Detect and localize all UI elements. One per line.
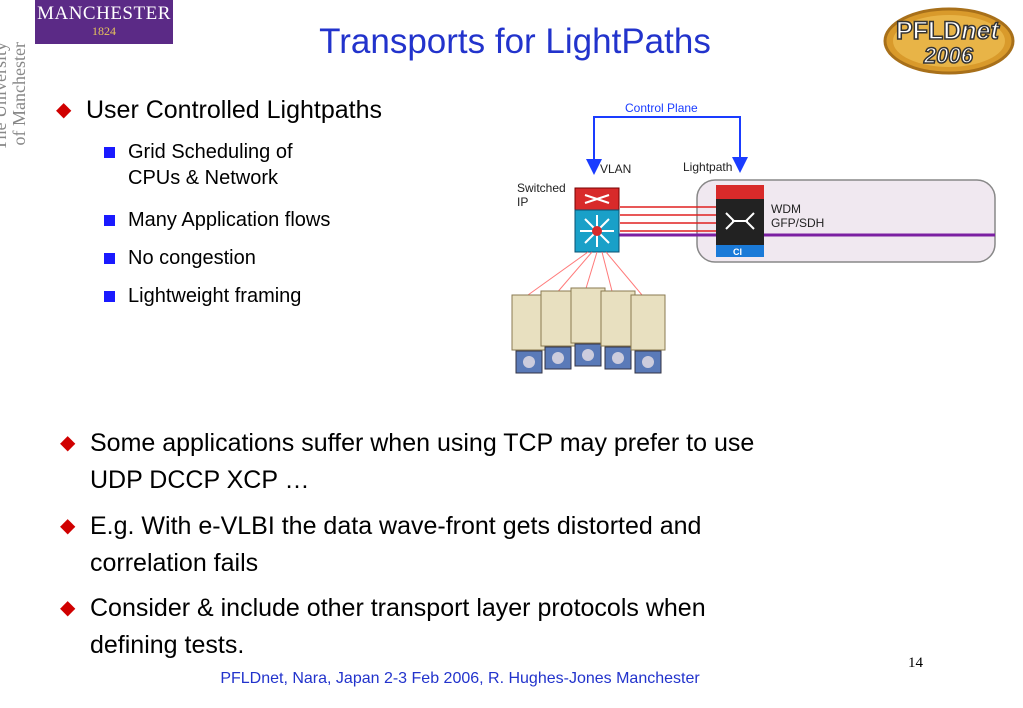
sub-bullet-line: CPUs & Network [128, 167, 279, 189]
control-plane-label: Control Plane [625, 101, 698, 115]
server-icon [511, 294, 547, 374]
bottom-bullet-line: E.g. With e-VLBI the data wave-front get… [90, 512, 702, 540]
vlan-label: VLAN [600, 162, 631, 176]
square-bullet-icon [104, 253, 115, 264]
university-line2: of Manchester [9, 42, 29, 146]
sub-bullet-line: Grid Scheduling of [128, 141, 293, 163]
pfld-text-b: net [961, 17, 1000, 45]
page-number: 14 [908, 655, 923, 671]
bottom-bullet-line: correlation fails [90, 549, 259, 577]
bottom-bullet-line: UDP DCCP XCP … [90, 466, 310, 494]
ci-label: CI [733, 247, 742, 257]
logo-name: MANCHESTER [37, 3, 171, 24]
server-icon [600, 290, 636, 370]
sub-bullet-line: Lightweight framing [128, 285, 302, 307]
square-bullet-icon [104, 291, 115, 302]
bottom-bullet-line: Consider & include other transport layer… [90, 594, 706, 622]
control-plane-line [593, 116, 748, 173]
square-bullet-icon [104, 147, 115, 158]
wdm-box [696, 179, 996, 263]
sub-bullet-line: Many Application flows [128, 209, 331, 231]
square-bullet-icon [104, 215, 115, 226]
sub-bullet-line: No congestion [128, 247, 256, 269]
lightpath-label: Lightpath [683, 160, 732, 174]
svg-text:PFLDnet: PFLDnet [896, 17, 1000, 45]
wdm-label: WDM [771, 202, 801, 216]
diamond-icon: ◆ [60, 597, 76, 619]
top-bullet-text: User Controlled Lightpaths [86, 96, 382, 124]
server-icon [570, 287, 606, 367]
switched-label: Switched [517, 181, 566, 195]
manchester-logo: MANCHESTER 1824 [35, 0, 173, 44]
university-side-text: The University of Manchester [0, 42, 35, 192]
server-icon [540, 290, 576, 370]
bottom-bullet-line: defining tests. [90, 631, 245, 659]
footer-text: PFLDnet, Nara, Japan 2-3 Feb 2006, R. Hu… [220, 670, 700, 687]
lightpath-diagram: Control Plane VLAN Lightpath Switched IP… [511, 101, 996, 374]
diamond-icon: ◆ [60, 432, 76, 454]
server-icon [630, 294, 666, 374]
bottom-bullet-line: Some applications suffer when using TCP … [90, 429, 755, 457]
logo-year: 1824 [92, 24, 116, 38]
ip-label: IP [517, 195, 528, 209]
pfldnet-logo: PFLDnet 2006 [883, 7, 1015, 75]
pfld-year: 2006 [923, 43, 974, 68]
diamond-icon: ◆ [56, 99, 72, 121]
slide-title: Transports for LightPaths [319, 22, 711, 61]
pfld-text-a: PFLD [896, 17, 961, 45]
diamond-icon: ◆ [60, 515, 76, 537]
gfp-label: GFP/SDH [771, 216, 824, 230]
